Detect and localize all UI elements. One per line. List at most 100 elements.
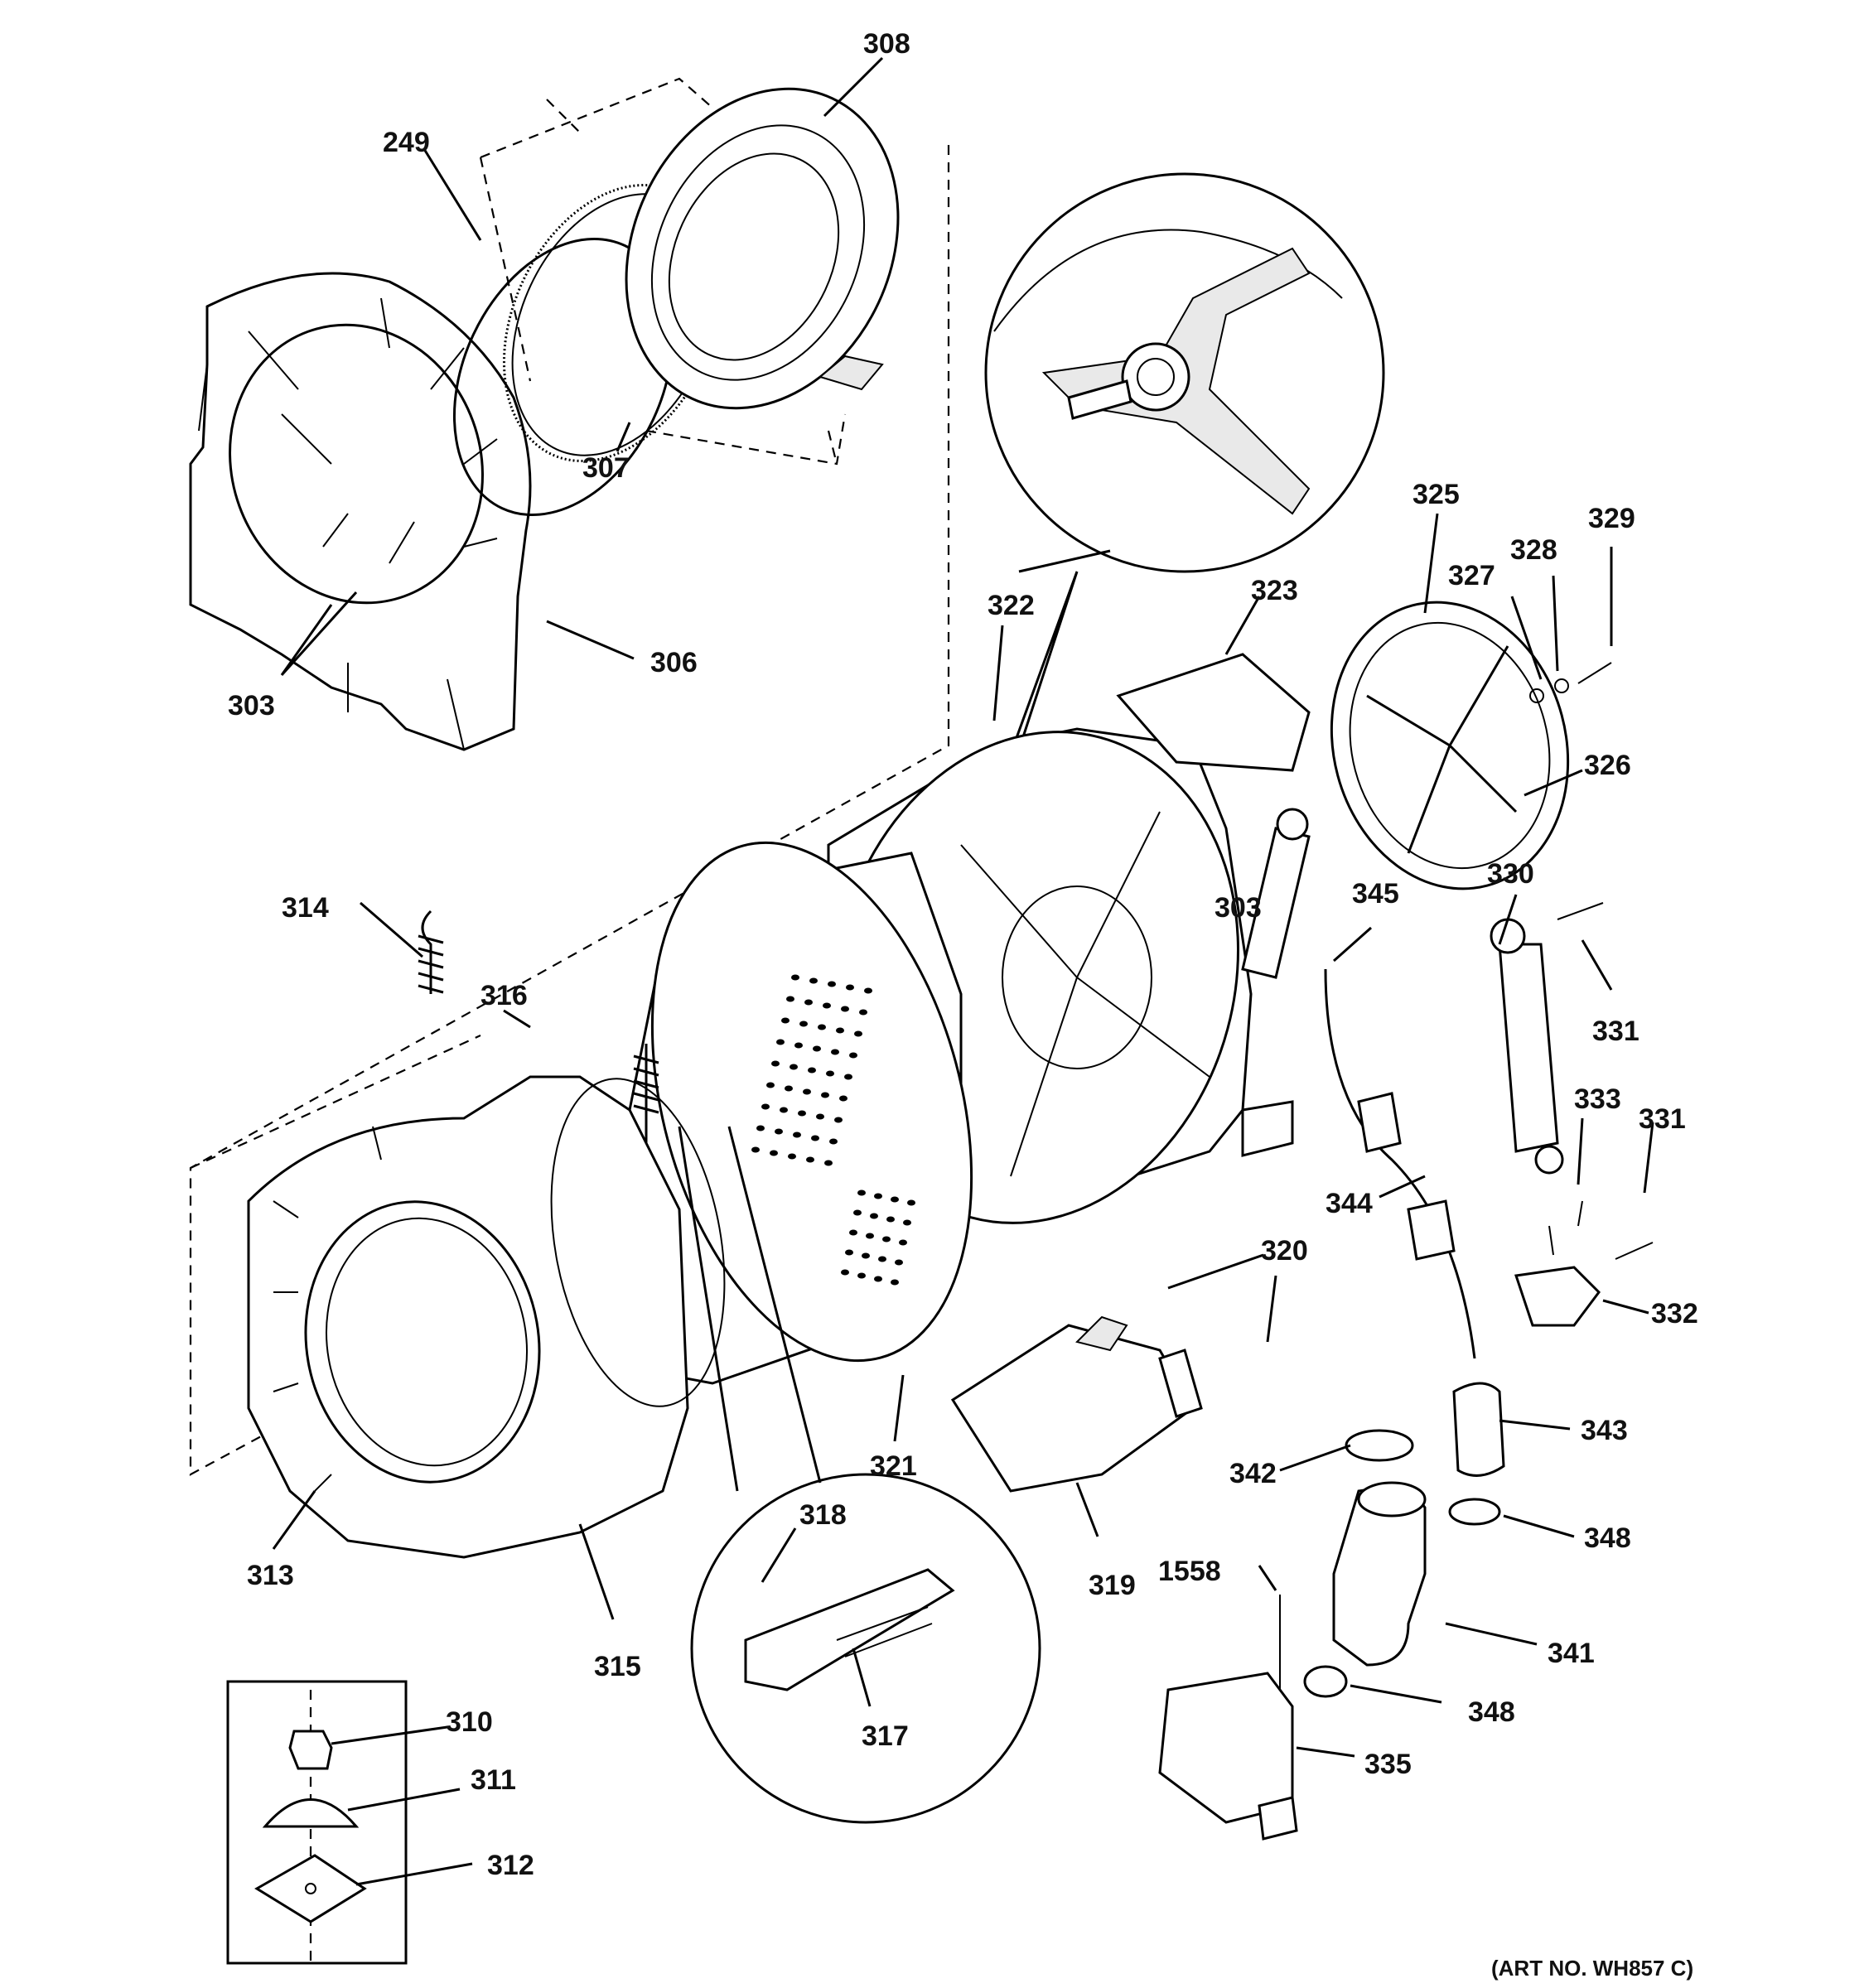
basket-hole [831, 1049, 839, 1055]
basket-hole [849, 1229, 857, 1236]
callout-308: 308 [863, 28, 910, 60]
callout-327: 327 [1448, 560, 1495, 591]
callout-329: 329 [1588, 503, 1635, 534]
callout-325: 325 [1412, 479, 1460, 510]
basket-hole [854, 1030, 862, 1037]
basket-hole [857, 1189, 866, 1196]
basket-hole [756, 1125, 765, 1132]
basket-hole [824, 1160, 833, 1166]
fasteners [1514, 662, 1654, 1327]
callout-314: 314 [282, 892, 329, 924]
basket-hole [841, 1269, 849, 1276]
basket-hole [798, 1110, 806, 1117]
callout-342: 342 [1229, 1458, 1277, 1489]
basket-hole [874, 1276, 882, 1282]
basket-hole [786, 996, 794, 1002]
basket-hole [751, 1146, 760, 1153]
basket-hole [790, 1064, 798, 1070]
detail-magnifier-lifter [678, 1126, 1041, 1824]
basket-hole [828, 981, 836, 987]
callout-323: 323 [1251, 575, 1298, 606]
basket-hole [829, 1138, 838, 1145]
callout-331-upper: 331 [1592, 1016, 1639, 1047]
callout-labels: 308 249 307 306 303 322 323 303 325 327 … [228, 28, 1698, 1981]
callout-333: 333 [1574, 1083, 1621, 1115]
basket-hole [799, 1021, 808, 1027]
basket-hole [811, 1135, 819, 1141]
basket-hole [771, 1060, 780, 1067]
callout-326: 326 [1584, 750, 1631, 781]
basket-hole [845, 1249, 853, 1256]
basket-hole [866, 1233, 874, 1239]
callout-332: 332 [1651, 1298, 1698, 1329]
basket-hole [770, 1150, 778, 1156]
front-tub-cover-306 [189, 272, 532, 751]
basket-hole [846, 984, 854, 991]
basket-hole [864, 987, 872, 994]
basket-hole [791, 974, 799, 981]
callout-328: 328 [1510, 534, 1557, 566]
basket-hole [823, 1002, 831, 1009]
basket-hole [907, 1199, 915, 1206]
basket-hole [886, 1216, 895, 1223]
callout-320: 320 [1261, 1235, 1308, 1267]
basket-hole [780, 1107, 788, 1113]
basket-hole [853, 1209, 862, 1216]
art-number: (ART NO. WH857 C) [1491, 1956, 1693, 1981]
shock-absorbers [1241, 808, 1564, 1175]
callout-316: 316 [480, 980, 528, 1011]
callout-317: 317 [862, 1720, 909, 1752]
basket-hole [859, 1009, 867, 1016]
basket-hole [895, 1259, 903, 1266]
basket-hole [793, 1132, 801, 1138]
basket-hole [776, 1039, 785, 1045]
basket-hole [785, 1085, 793, 1092]
suspension-spring-314 [418, 910, 659, 1143]
basket-hole [899, 1239, 907, 1246]
callout-344: 344 [1326, 1188, 1373, 1219]
callout-249: 249 [383, 127, 430, 158]
callout-321: 321 [870, 1450, 917, 1482]
basket-hole [891, 1196, 899, 1203]
callout-1558: 1558 [1158, 1556, 1221, 1587]
basket-hole [862, 1252, 870, 1259]
basket-hole [806, 1156, 814, 1163]
callout-318: 318 [799, 1499, 847, 1531]
callout-306: 306 [650, 647, 698, 678]
callout-322: 322 [988, 590, 1035, 621]
callout-348-upper: 348 [1584, 1522, 1631, 1554]
callout-312: 312 [487, 1850, 534, 1881]
basket-hole [826, 1070, 834, 1077]
door-boot-308 [625, 87, 900, 410]
basket-hole [808, 1067, 816, 1074]
basket-hole [813, 1045, 821, 1052]
basket-hole [794, 1042, 803, 1049]
callout-313: 313 [247, 1560, 294, 1591]
leveling-leg-detail-box [226, 1680, 408, 1965]
rear-tub-support [1116, 601, 1570, 890]
hose-and-pump-assembly [1158, 968, 1505, 1841]
basket-hole [809, 977, 818, 984]
basket-hole [834, 1117, 843, 1123]
basket-hole [821, 1092, 829, 1098]
basket-hole [839, 1095, 847, 1102]
callout-311: 311 [471, 1764, 516, 1796]
spider-detail-magnifier [943, 172, 1385, 937]
callout-348-lower: 348 [1468, 1696, 1515, 1728]
callout-335: 335 [1364, 1749, 1412, 1780]
front-tub-313 [247, 1075, 726, 1559]
basket-hole [775, 1128, 783, 1135]
basket-hole [804, 999, 813, 1006]
basket-hole [788, 1153, 796, 1160]
callout-331-lower: 331 [1639, 1103, 1686, 1135]
callout-leader-lines [272, 56, 1654, 1886]
basket-hole [818, 1024, 826, 1030]
callout-303-front: 303 [228, 690, 275, 721]
callout-303-rear: 303 [1214, 892, 1262, 924]
basket-hole [870, 1213, 878, 1219]
basket-hole [878, 1256, 886, 1262]
basket-hole [816, 1113, 824, 1120]
callout-330: 330 [1487, 858, 1534, 890]
basket-hole [891, 1279, 899, 1286]
basket-hole [857, 1272, 866, 1279]
